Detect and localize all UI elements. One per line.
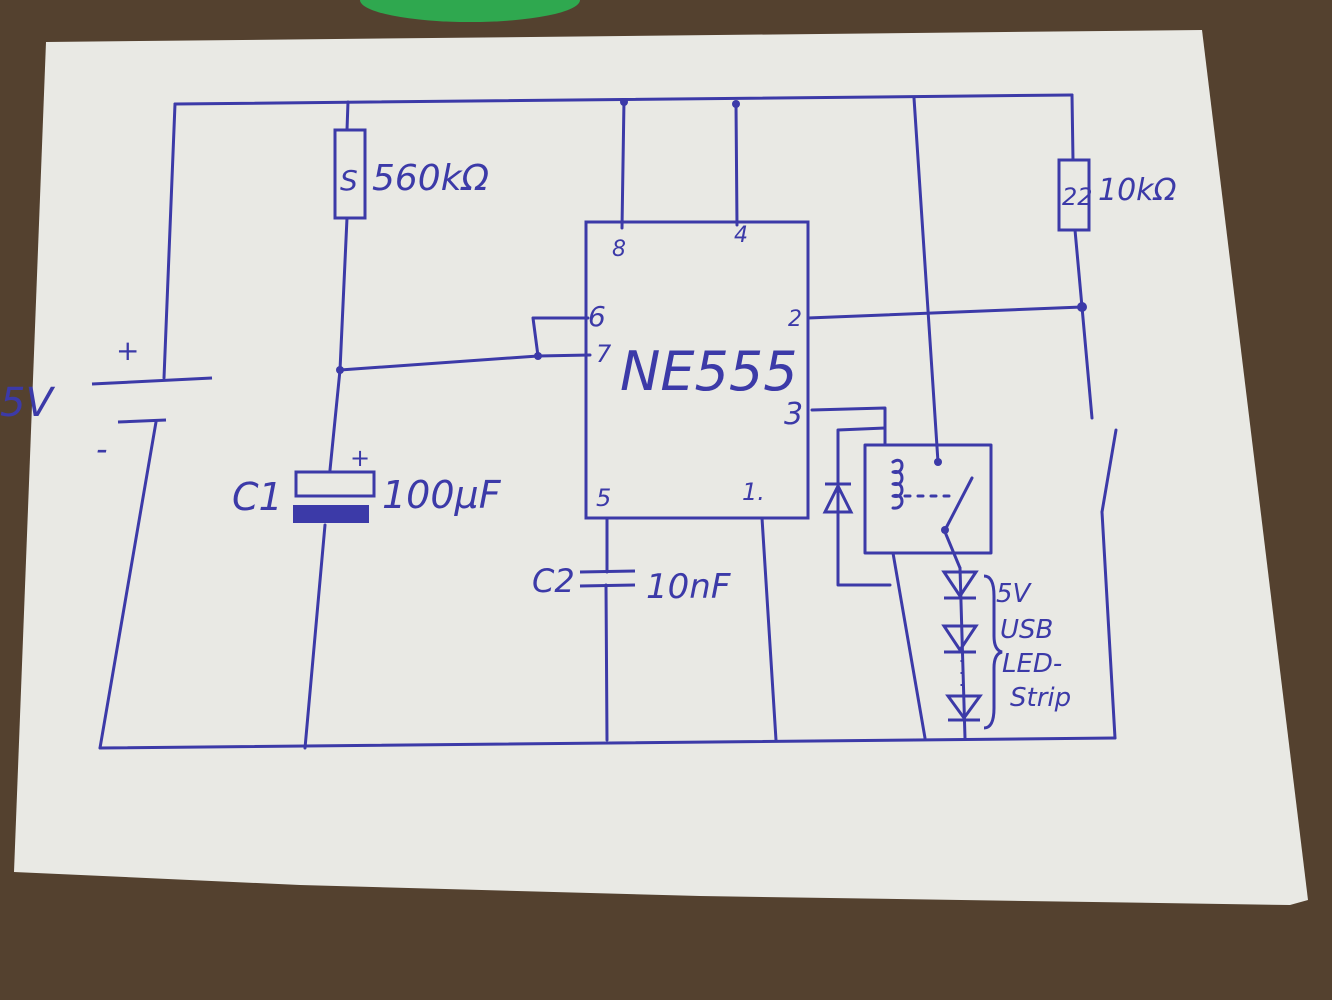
junction-dot: [1077, 302, 1087, 312]
r1-c1-wire: [328, 368, 342, 472]
junction-dot: [934, 458, 942, 466]
switch-blade: [1100, 428, 1118, 514]
battery-symbol: [91, 376, 213, 424]
battery-plus-wire: [162, 102, 177, 380]
battery-long-plate: [91, 376, 213, 386]
pin4-wire: [734, 102, 739, 227]
r1-body: [333, 128, 367, 220]
c2-symbol: [579, 569, 636, 588]
diode-triangle: [822, 482, 854, 514]
coil-ground-wire: [891, 551, 927, 740]
junction-dot: [534, 352, 542, 360]
r1-value-label: 560kΩ: [372, 158, 490, 199]
r2-top-wire: [1070, 93, 1075, 162]
pin-3-label: 3: [784, 397, 803, 432]
pin-7-label: 7: [596, 340, 612, 368]
green-object: [360, 0, 580, 22]
r1-body-mark: S: [340, 164, 358, 197]
supply-minus-label: -: [96, 430, 108, 468]
r1-top-wire: [345, 100, 350, 132]
led-chain: [941, 570, 1003, 730]
flyback-diode: [822, 482, 854, 514]
supply-voltage-label: 5V: [0, 380, 55, 426]
supply-plus-label: +: [116, 334, 139, 367]
c2-bottom-wire: [604, 583, 609, 742]
c2-name-label: C2: [532, 562, 575, 600]
ne555-title: NE555: [620, 340, 798, 403]
led-strip-line1: 5V: [996, 579, 1033, 609]
junction-dot: [620, 98, 628, 106]
relay-led-wire: [943, 530, 962, 570]
c1-plus-label: +: [350, 444, 370, 472]
relay-box: [863, 443, 993, 555]
relay-supply-wire: [912, 96, 940, 464]
r2-value-label: 10kΩ: [1098, 173, 1177, 208]
pin1-wire: [760, 516, 778, 742]
ne555-chip: [584, 220, 810, 520]
pin-8-label: 8: [612, 237, 626, 262]
bottom-rail-wire: [98, 736, 1117, 750]
c1-value-label: 100µF: [382, 473, 502, 517]
pin8-wire: [620, 98, 626, 230]
c1-name-label: C1: [232, 475, 283, 519]
c2-bottom-plate: [579, 583, 636, 588]
led-diode-3: [945, 694, 983, 722]
junction-dot: [732, 100, 740, 108]
pin3-wire: [810, 406, 887, 447]
led-brace: [983, 574, 1003, 730]
pin6-pin7-link: [531, 316, 590, 358]
led-diode-1: [941, 570, 979, 600]
battery-short-plate: [117, 418, 167, 424]
circuit-wires: [98, 93, 1118, 750]
led-strip-line2: USB: [1000, 615, 1053, 645]
junction-dot: [941, 526, 949, 534]
battery-minus-wire: [98, 420, 158, 750]
relay-contact: [943, 476, 974, 532]
pin-4-label: 4: [734, 223, 748, 248]
relay-coil: [891, 458, 904, 510]
c2-top-plate: [579, 569, 636, 574]
switch-bottom-wire: [1100, 510, 1117, 740]
junction-dot: [336, 366, 344, 374]
c1-bottom-wire: [303, 523, 327, 750]
junction-dots: [336, 98, 1087, 534]
r1-bottom-wire: [338, 216, 349, 372]
c1-bottom-plate: [293, 505, 369, 523]
pin2-wire: [806, 305, 1084, 320]
led-strip-line4: Strip: [1010, 683, 1071, 713]
r2-body: [1057, 158, 1091, 232]
paper-sheet: [14, 30, 1308, 905]
r2-body-mark: 22: [1062, 183, 1093, 211]
pin-2-label: 2: [788, 307, 802, 332]
pin-6-label: 6: [588, 300, 606, 333]
c1-top-plate: [294, 470, 376, 498]
led-diode-2: [941, 624, 979, 654]
led-strip-line3: LED-: [1002, 649, 1062, 679]
c2-value-label: 10nF: [646, 567, 731, 607]
pin-1-label: 1.: [742, 478, 765, 506]
diode-wire: [836, 426, 892, 587]
pin-5-label: 5: [596, 484, 611, 512]
c1-symbol: [293, 470, 376, 523]
